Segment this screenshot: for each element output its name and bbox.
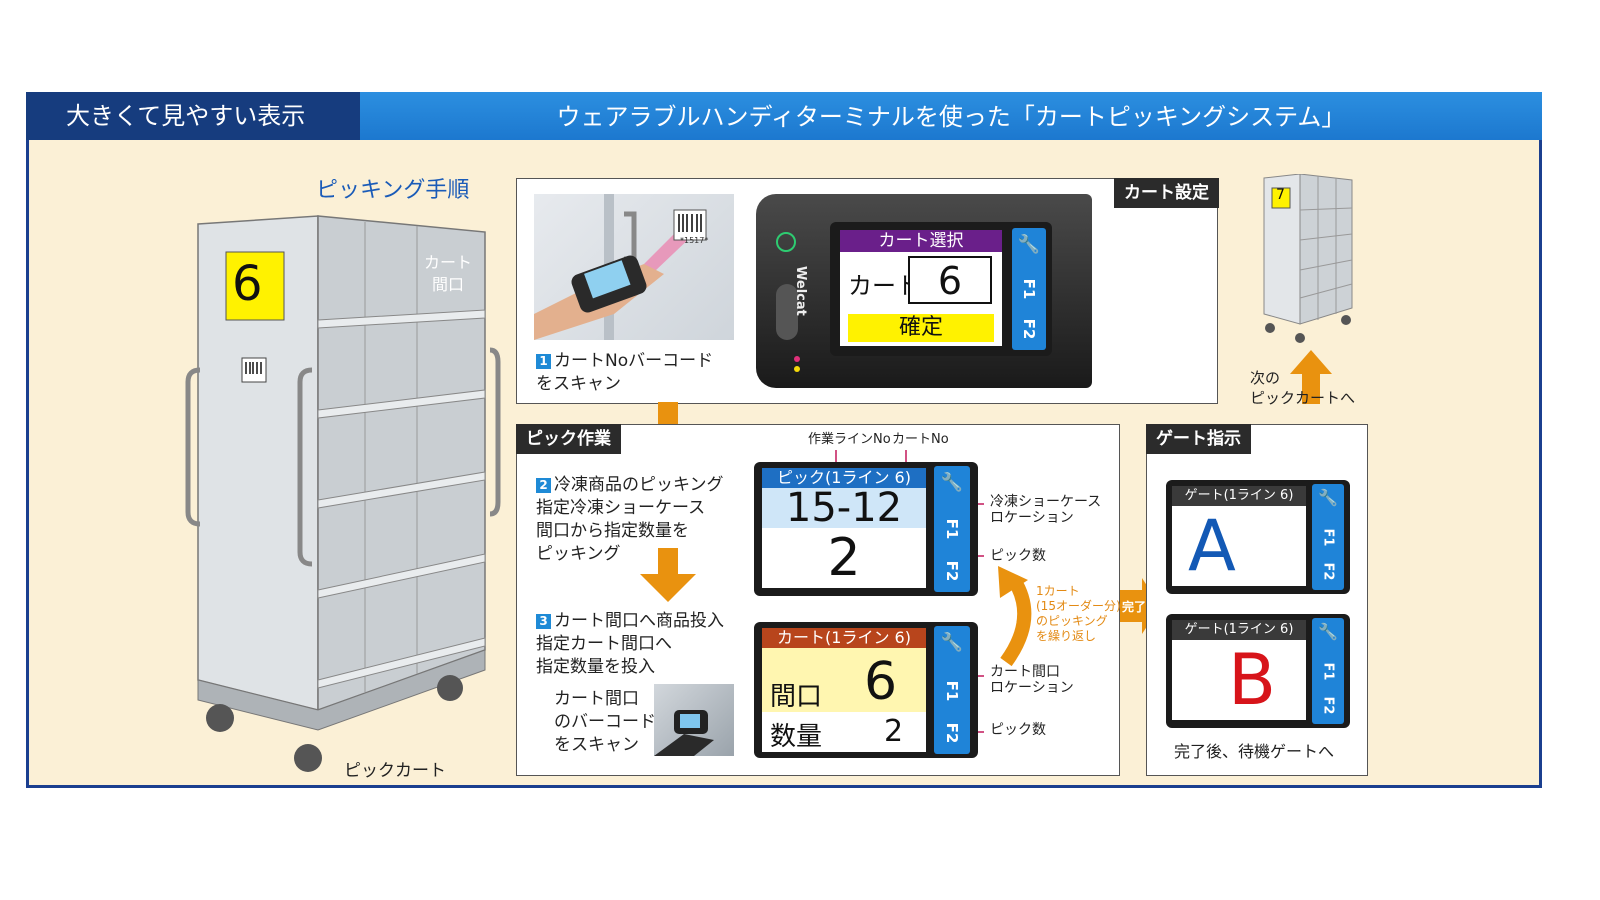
qty-label: 数量	[770, 722, 823, 752]
scan-cart-opening-text: カート間口 のバーコード をスキャン	[554, 689, 656, 755]
opening-label: 間口	[770, 682, 823, 712]
qty-row	[762, 712, 926, 752]
device-side-button[interactable]	[776, 284, 798, 340]
header-main-title: ウェアラブルハンディターミナルを使った「カートピッキングシステム」	[360, 92, 1542, 140]
wrench-icon[interactable]: 🔧	[1318, 488, 1338, 507]
f2-button[interactable]: F2	[1020, 318, 1038, 340]
f2-button[interactable]: F2	[943, 560, 961, 582]
repeat-text: 1カート (15オーダー分) のピッキング を繰り返し	[1036, 584, 1121, 643]
gate-a-screen: ゲート(1ライン 6) A 🔧 F1 F2	[1166, 480, 1350, 594]
gate-b-title: ゲート(1ライン 6)	[1172, 620, 1306, 640]
side-button-strip: 🔧 F1 F2	[1312, 618, 1344, 724]
ann-pick-qty2: ピック数	[990, 722, 1046, 738]
f1-button[interactable]: F1	[1320, 528, 1336, 547]
cart-value-input[interactable]: 6	[908, 256, 992, 304]
curved-repeat-arrow-icon	[998, 566, 1032, 667]
cart-select-screen: カート選択 カート 6 確定 🔧 F1 F2	[830, 222, 1052, 356]
side-button-strip: 🔧 F1 F2	[934, 466, 970, 592]
side-button-strip: 🔧 F1 F2	[934, 626, 970, 754]
pick-location-value: 15-12	[762, 488, 926, 528]
step1-label: カートNoバーコード をスキャン	[536, 351, 714, 394]
arrow-down-icon	[640, 548, 696, 602]
cart-scan-photo	[654, 684, 734, 756]
arrow-up-icon	[1290, 350, 1332, 404]
pick-cart-caption: ピックカート	[344, 761, 446, 781]
ann-location: 冷凍ショーケース ロケーション	[990, 494, 1102, 526]
step2-label: 冷凍商品のピッキング 指定冷凍ショーケース 間口から指定数量を ピッキング	[536, 475, 724, 564]
f1-button[interactable]: F1	[943, 680, 961, 702]
step3-label: カート間口へ商品投入 指定カート間口へ 指定数量を投入	[536, 611, 724, 677]
pick-screen-title: ピック(1ライン 6)	[762, 468, 926, 488]
label-line-no: 作業ラインNo	[808, 432, 891, 447]
pick-screen: ピック(1ライン 6) 15-12 2 🔧 F1 F2	[754, 462, 978, 596]
gate-a-title: ゲート(1ライン 6)	[1172, 486, 1306, 506]
cart-setup-tag: カート設定	[1114, 178, 1219, 208]
side-button-strip: 🔧 F1 F2	[1312, 484, 1344, 590]
opening-value: 6	[864, 652, 898, 712]
next-cart-text: 次の ピックカートへ	[1250, 369, 1356, 407]
picking-procedure-title: ピッキング手順	[316, 178, 470, 203]
wrench-icon[interactable]: 🔧	[940, 632, 964, 653]
cart-input-title: カート(1ライン 6)	[762, 628, 926, 648]
step2-number: 2	[536, 478, 551, 493]
pick-cart-illustration	[185, 215, 501, 772]
wrist-scan-photo	[534, 194, 734, 340]
f1-button[interactable]: F1	[1020, 278, 1038, 300]
f2-button[interactable]: F2	[1320, 696, 1336, 715]
wrench-icon[interactable]: 🔧	[940, 472, 964, 493]
ann-pick-qty: ピック数	[990, 548, 1046, 564]
gate-tag: ゲート指示	[1146, 424, 1251, 454]
step1-number: 1	[536, 354, 551, 369]
cart-select-title: カート選択	[840, 230, 1002, 252]
gate-caption: 完了後、待機ゲートへ	[1174, 742, 1335, 761]
cart-number-plate: 6	[232, 256, 263, 312]
gate-b-screen: ゲート(1ライン 6) B 🔧 F1 F2	[1166, 614, 1350, 728]
confirm-button[interactable]: 確定	[848, 314, 994, 342]
ann-cart-location: カート間口 ロケーション	[990, 664, 1074, 696]
cart-opening-row	[762, 648, 926, 712]
pick-work-tag: ピック作業	[516, 424, 621, 454]
done-label: 完了	[1122, 600, 1147, 614]
step3-number: 3	[536, 614, 551, 629]
f1-button[interactable]: F1	[1320, 662, 1336, 681]
f2-button[interactable]: F2	[1320, 562, 1336, 581]
power-icon[interactable]	[776, 232, 796, 252]
next-cart-illustration	[1263, 174, 1353, 343]
next-cart-number: 7	[1276, 187, 1285, 203]
pick-qty-value: 2	[762, 528, 926, 588]
barcode-label-text: *1517*	[680, 236, 709, 245]
device-brand: Welcat	[793, 266, 808, 316]
wrench-icon[interactable]: 🔧	[1318, 622, 1338, 641]
led-red	[794, 356, 800, 362]
led-yellow	[794, 366, 800, 372]
f2-button[interactable]: F2	[943, 722, 961, 744]
cart-input-screen: カート(1ライン 6) 間口 6 数量 2 🔧 F1 F2	[754, 622, 978, 758]
qty-value: 2	[884, 714, 904, 749]
label-cart-no: カートNo	[892, 432, 949, 447]
gate-a-value: A	[1172, 506, 1306, 586]
side-button-strip: 🔧 F1 F2	[1012, 228, 1046, 350]
cart-opening-label: カート 間口	[424, 253, 473, 294]
wrench-icon[interactable]: 🔧	[1017, 234, 1041, 255]
f1-button[interactable]: F1	[943, 518, 961, 540]
header-left-title: 大きくて見やすい表示	[26, 92, 360, 140]
gate-b-value: B	[1172, 640, 1306, 720]
